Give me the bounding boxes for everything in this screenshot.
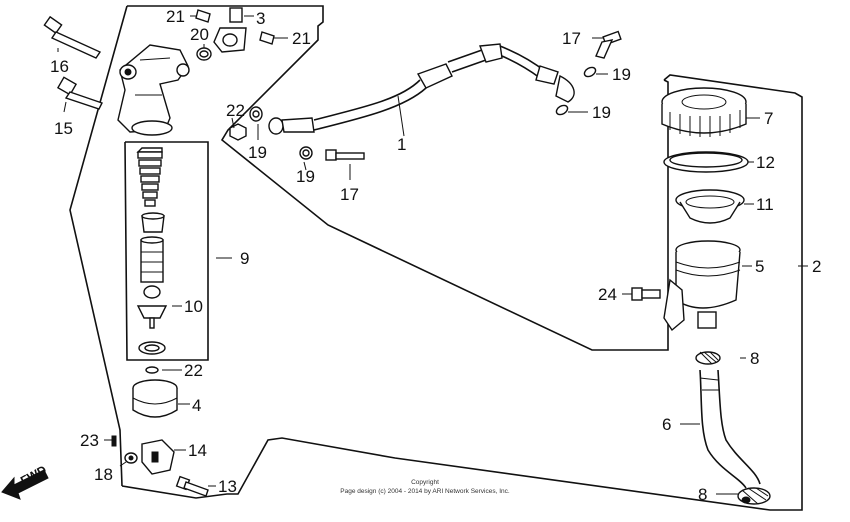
- callout-15[interactable]: 15: [54, 119, 73, 138]
- callout-labels: 1 2 3 4 5 6 7 8 8 9 10 11 12 13 14 15 16…: [50, 7, 821, 504]
- reservoir-5: [663, 240, 741, 332]
- diaphragm-11: [675, 189, 745, 224]
- circlip-22: [145, 366, 159, 374]
- callout-16[interactable]: 16: [50, 57, 69, 76]
- callout-21-left[interactable]: 21: [166, 7, 185, 26]
- brake-switch-3: [213, 7, 247, 53]
- callout-12[interactable]: 12: [756, 153, 775, 172]
- callout-13[interactable]: 13: [218, 477, 237, 496]
- piston-cup: [141, 212, 165, 233]
- cap-7: [661, 87, 747, 137]
- washer-19d: [555, 104, 569, 116]
- washer-19a: [249, 106, 263, 122]
- push-rod-10: [136, 285, 168, 329]
- bolt-16: [43, 15, 102, 59]
- callout-22-upper[interactable]: 22: [226, 101, 245, 120]
- terminal-21a: [195, 9, 211, 23]
- leader-lines: [57, 15, 808, 495]
- callout-10[interactable]: 10: [184, 297, 203, 316]
- callout-7[interactable]: 7: [764, 109, 773, 128]
- tube-6: [699, 369, 761, 489]
- bolt-13: [175, 475, 209, 497]
- clamp-14: [141, 439, 175, 475]
- o-ring-20: [196, 47, 212, 61]
- nut-22: [229, 123, 247, 141]
- callout-20[interactable]: 20: [190, 25, 209, 44]
- callout-21-right[interactable]: 21: [292, 29, 311, 48]
- washer-18: [124, 452, 138, 464]
- callout-2[interactable]: 2: [812, 257, 821, 276]
- copyright-line-2: Page design (c) 2004 - 2014 by ARI Netwo…: [340, 488, 510, 495]
- callout-19-lower-right[interactable]: 19: [592, 103, 611, 122]
- callout-19-upper-right[interactable]: 19: [612, 65, 631, 84]
- callout-19-left[interactable]: 19: [248, 143, 267, 162]
- clip-8a: [695, 351, 721, 365]
- piston-kit-box: [124, 141, 209, 361]
- callout-3[interactable]: 3: [256, 9, 265, 28]
- clip-8b: [737, 487, 771, 505]
- washer-19b: [299, 146, 313, 160]
- pin-23: [111, 435, 117, 447]
- callout-18[interactable]: 18: [94, 465, 113, 484]
- callout-5[interactable]: 5: [755, 257, 764, 276]
- bolt-17a: [325, 149, 365, 161]
- callout-14[interactable]: 14: [188, 441, 207, 460]
- callout-1[interactable]: 1: [397, 135, 406, 154]
- forward-direction-indicator: FWD: [1, 462, 49, 500]
- bolt-17b: [595, 30, 622, 59]
- plate-12: [663, 151, 749, 173]
- callout-11[interactable]: 11: [756, 195, 774, 214]
- callout-22-lower[interactable]: 22: [184, 361, 203, 380]
- bolt-15: [56, 76, 103, 110]
- callout-9[interactable]: 9: [240, 249, 249, 268]
- callout-6[interactable]: 6: [662, 415, 671, 434]
- bolt-24: [631, 287, 661, 301]
- piston-spring: [136, 147, 163, 207]
- master-cylinder-body: [117, 44, 190, 136]
- copyright-line-1: Copyright: [411, 479, 439, 486]
- callout-8-lower[interactable]: 8: [698, 485, 707, 504]
- fwd-arrow-icon: [1, 469, 49, 500]
- callout-17-upper[interactable]: 17: [562, 29, 581, 48]
- callout-24[interactable]: 24: [598, 285, 617, 304]
- callout-19-center[interactable]: 19: [296, 167, 315, 186]
- boot-4: [132, 379, 178, 418]
- callout-23[interactable]: 23: [80, 431, 99, 450]
- callout-8-upper[interactable]: 8: [750, 349, 759, 368]
- callout-17-lower[interactable]: 17: [340, 185, 359, 204]
- washer-19c: [583, 66, 597, 78]
- brake-hose-1: [268, 43, 575, 135]
- terminal-21b: [259, 31, 275, 45]
- piston: [140, 236, 164, 283]
- copyright-notice: Copyright Page design (c) 2004 - 2014 by…: [340, 479, 510, 495]
- piston-ring: [138, 341, 166, 355]
- callout-4[interactable]: 4: [192, 396, 201, 415]
